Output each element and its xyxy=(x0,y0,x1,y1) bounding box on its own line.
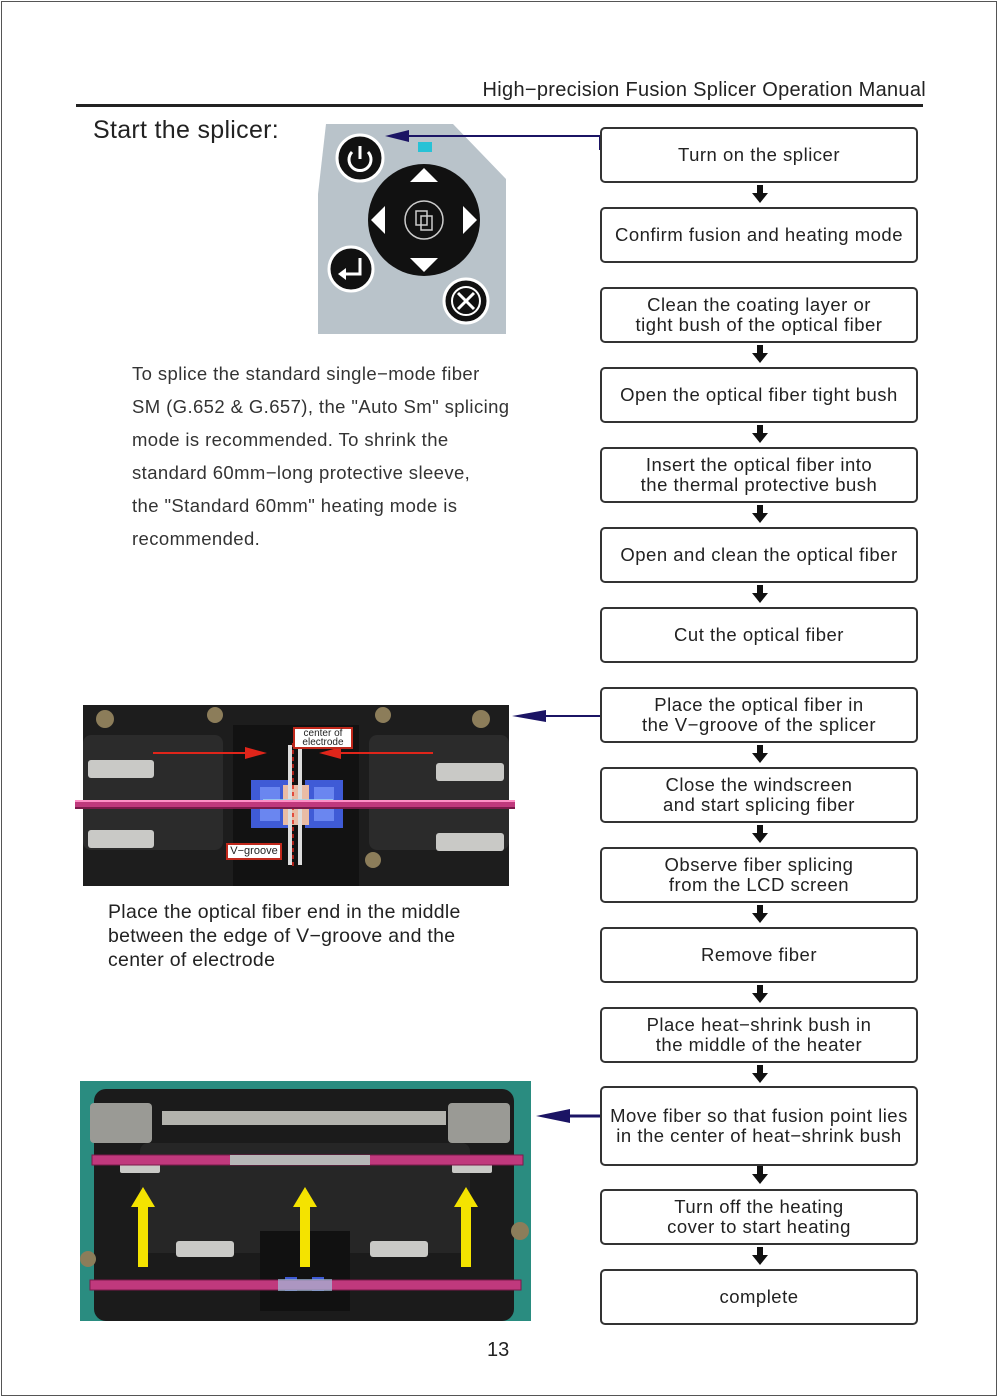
step-close-windscreen: Close the windscreen and start splicing … xyxy=(600,767,918,823)
step-move-fiber: Move fiber so that fusion point lies in … xyxy=(600,1086,918,1166)
step-observe-lcd: Observe fiber splicing from the LCD scre… xyxy=(600,847,918,903)
step-cut-fiber: Cut the optical fiber xyxy=(600,607,918,663)
down-arrow-icon xyxy=(752,505,768,523)
down-arrow-icon xyxy=(752,585,768,603)
step-insert-fiber: Insert the optical fiber into the therma… xyxy=(600,447,918,503)
step-confirm-mode: Confirm fusion and heating mode xyxy=(600,207,918,263)
intro-line: recommended. xyxy=(132,522,552,555)
fiber-bar xyxy=(75,800,515,809)
step-place-v-groove: Place the optical fiber in the V−groove … xyxy=(600,687,918,743)
intro-paragraph: To splice the standard single−mode fiber… xyxy=(132,357,552,555)
caption-line: Place the optical fiber end in the middl… xyxy=(108,900,528,924)
step-complete: complete xyxy=(600,1269,918,1325)
section-title: Start the splicer: xyxy=(93,116,279,145)
down-arrow-icon xyxy=(752,1166,768,1184)
down-arrow-icon xyxy=(752,905,768,923)
header-rule xyxy=(76,104,923,107)
header-title: High−precision Fusion Splicer Operation … xyxy=(483,79,926,102)
step-turn-on: Turn on the splicer xyxy=(600,127,918,183)
step-open-clean-fiber: Open and clean the optical fiber xyxy=(600,527,918,583)
caption-line: center of electrode xyxy=(108,948,528,972)
step-place-heat-shrink: Place heat−shrink bush in the middle of … xyxy=(600,1007,918,1063)
step-clean-coating: Clean the coating layer or tight bush of… xyxy=(600,287,918,343)
intro-line: To splice the standard single−mode fiber xyxy=(132,357,552,390)
v-groove-caption: Place the optical fiber end in the middl… xyxy=(108,900,528,972)
pointer-arrow-power xyxy=(385,126,601,150)
step-start-heating: Turn off the heating cover to start heat… xyxy=(600,1189,918,1245)
pointer-arrow-v-groove xyxy=(512,707,602,725)
cancel-icon[interactable] xyxy=(444,279,488,323)
heater-photo xyxy=(80,1081,531,1321)
intro-line: SM (G.652 & G.657), the "Auto Sm" splici… xyxy=(132,390,552,423)
intro-line: mode is recommended. To shrink the xyxy=(132,423,552,456)
enter-icon[interactable] xyxy=(329,247,373,291)
down-arrow-icon xyxy=(752,1247,768,1265)
caption-line: between the edge of V−groove and the xyxy=(108,924,528,948)
intro-line: the "Standard 60mm" heating mode is xyxy=(132,489,552,522)
down-arrow-icon xyxy=(752,825,768,843)
step-open-tight-bush: Open the optical fiber tight bush xyxy=(600,367,918,423)
control-panel xyxy=(318,124,508,334)
step-remove-fiber: Remove fiber xyxy=(600,927,918,983)
pointer-arrow-heater xyxy=(536,1104,602,1126)
down-arrow-icon xyxy=(752,745,768,763)
v-groove-label: V−groove xyxy=(226,843,282,860)
down-arrow-icon xyxy=(752,1065,768,1083)
navigation-pad[interactable] xyxy=(368,164,480,276)
down-arrow-icon xyxy=(752,985,768,1003)
intro-line: standard 60mm−long protective sleeve, xyxy=(132,456,552,489)
electrode-label: center of electrode xyxy=(293,727,353,749)
power-icon[interactable] xyxy=(337,135,383,181)
page-number: 13 xyxy=(487,1339,509,1362)
down-arrow-icon xyxy=(752,425,768,443)
down-arrow-icon xyxy=(752,345,768,363)
mode-icon[interactable] xyxy=(405,201,443,239)
down-arrow-icon xyxy=(752,185,768,203)
